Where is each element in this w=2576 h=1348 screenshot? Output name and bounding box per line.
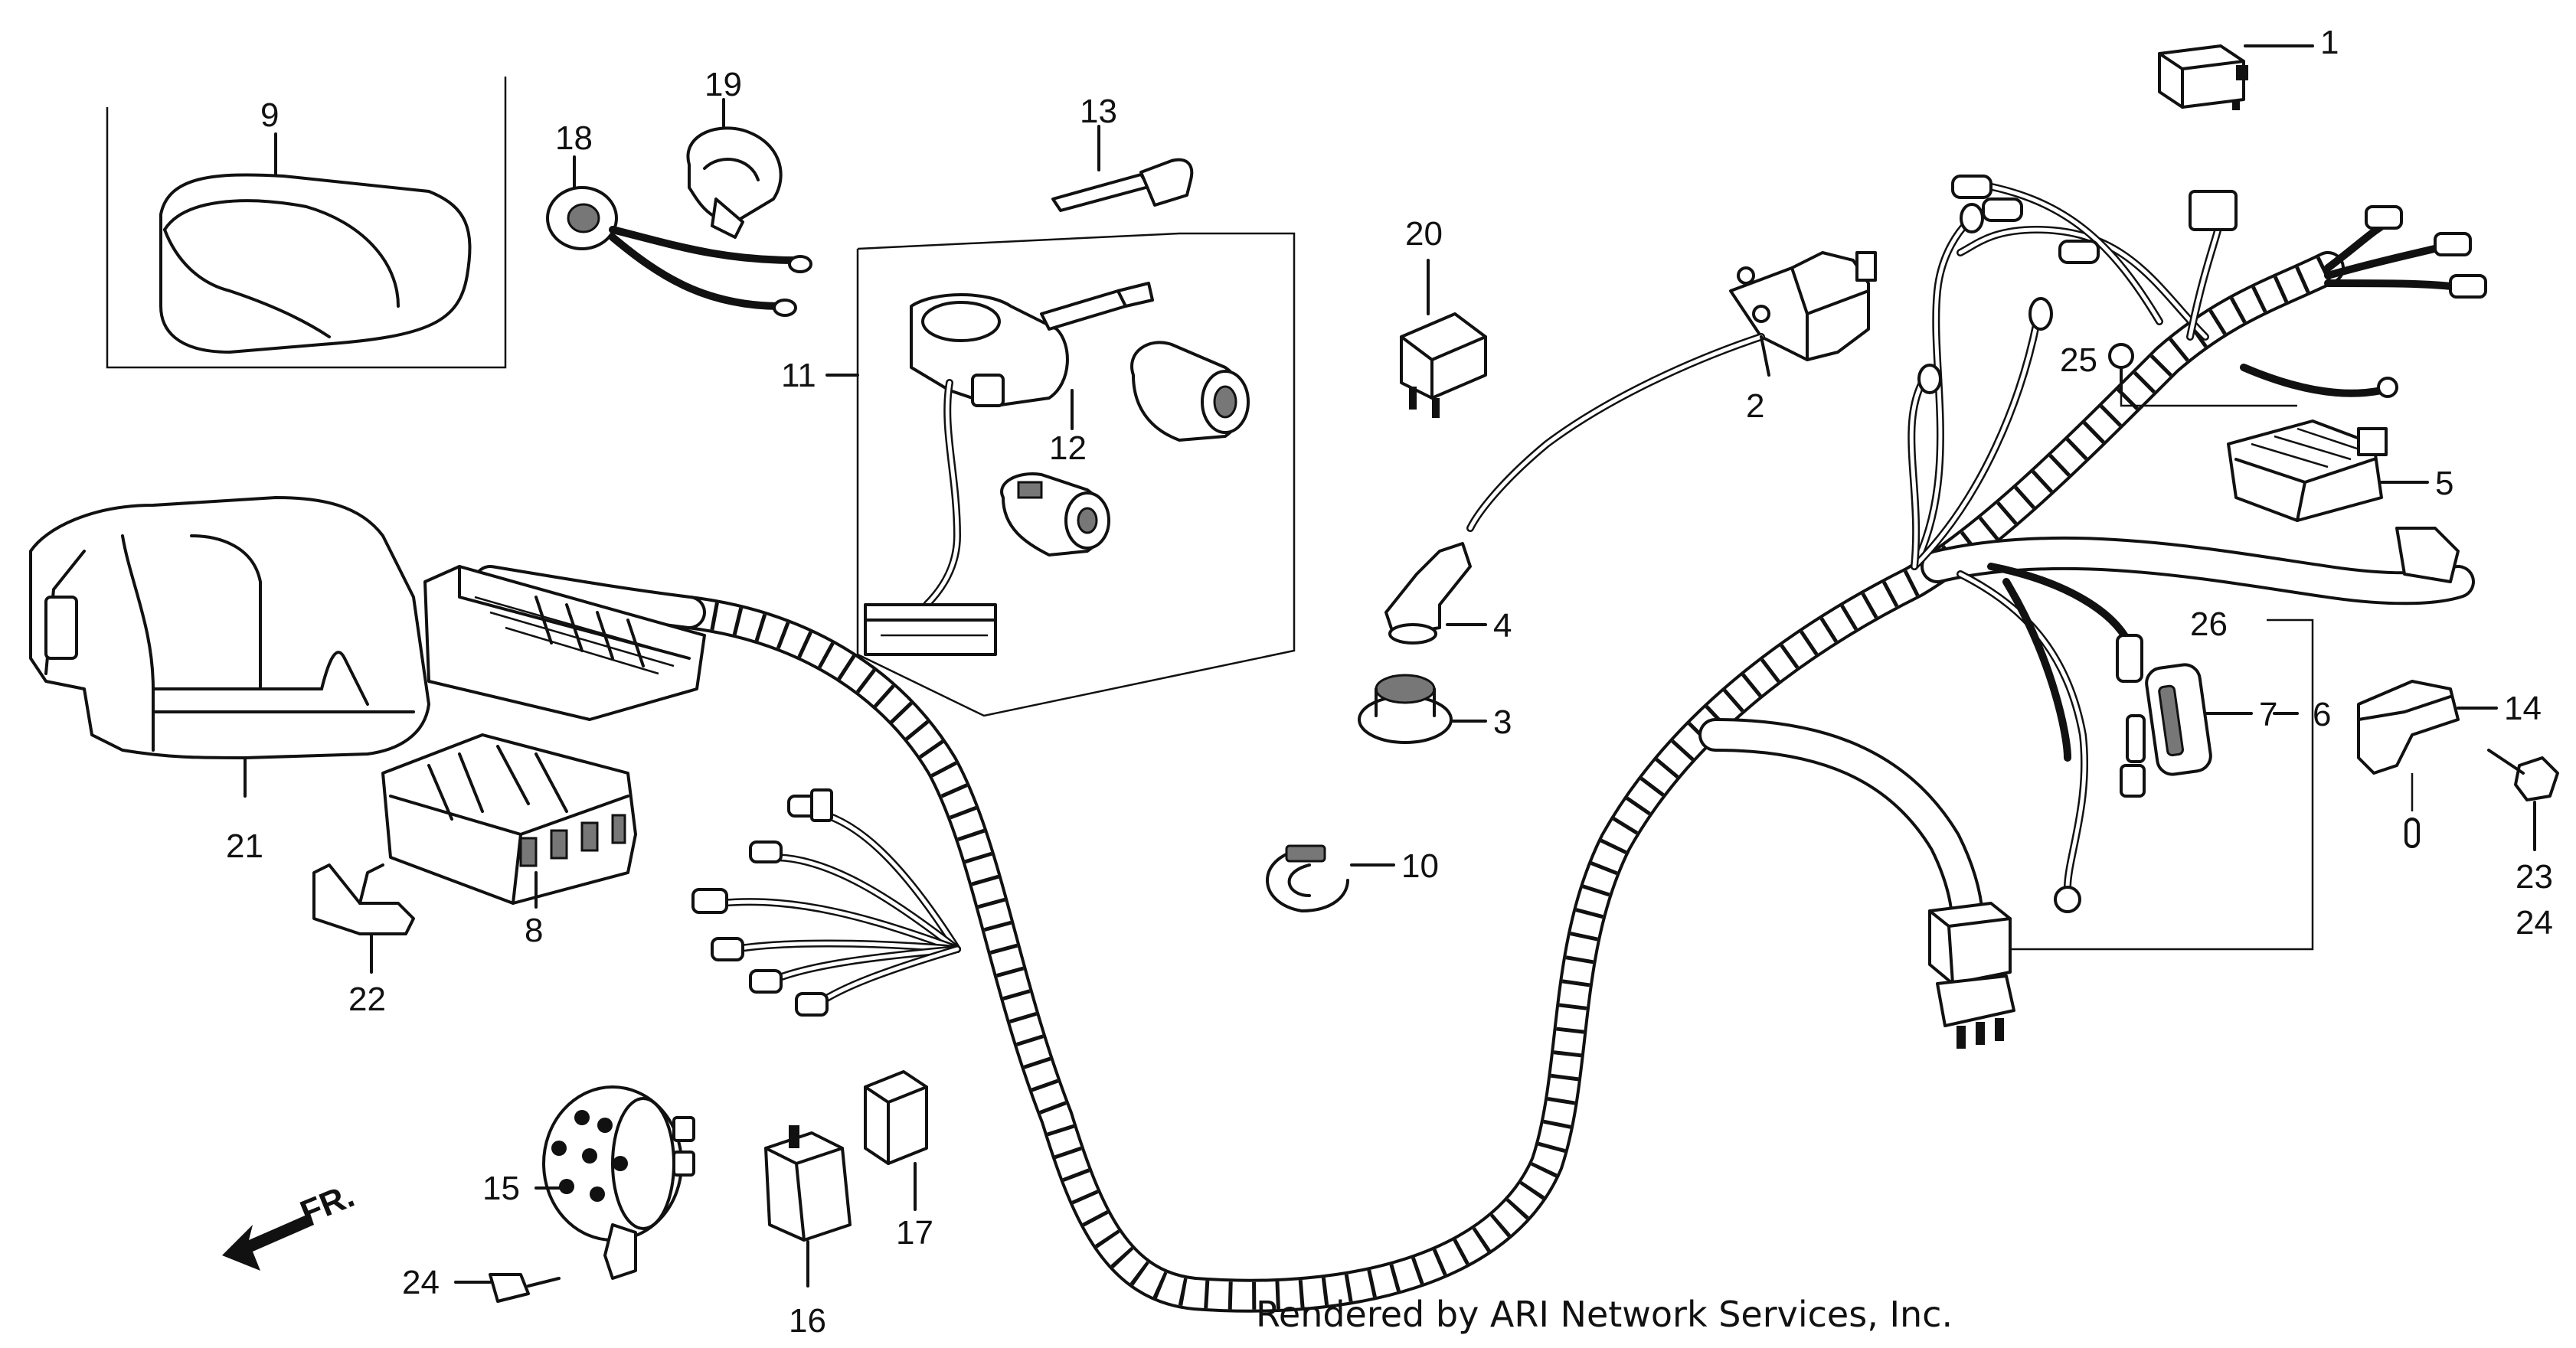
part-1-relay: [2158, 44, 2314, 110]
callout-12: 12: [1049, 429, 1087, 467]
part-17-relay: [864, 1070, 928, 1211]
front-direction-arrow: FR.: [222, 1177, 359, 1271]
callout-7: 7: [2259, 696, 2277, 733]
upper-right-wire-branches: [1907, 175, 2487, 570]
part-20-relay: [1400, 259, 1487, 418]
part-11-ignition-switch-set: [825, 232, 1296, 717]
callout-14: 14: [2504, 690, 2542, 727]
part-13-key: [1051, 125, 1194, 212]
part-9-cover: [106, 77, 507, 369]
callout-21: 21: [226, 827, 263, 865]
callout-10: 10: [1401, 847, 1439, 885]
callout-3: 3: [1493, 703, 1512, 741]
part-8-fuse-block: [381, 733, 637, 909]
callout-24-right: 24: [2516, 904, 2553, 942]
part-19-clamp: [686, 98, 783, 239]
part-22-fuse-clip: [312, 863, 415, 974]
callout-4: 4: [1493, 607, 1512, 645]
part-23-bolt: [2487, 749, 2559, 851]
callout-17: 17: [896, 1214, 933, 1252]
callout-23: 23: [2516, 858, 2553, 896]
part-18-switch: [546, 155, 812, 317]
callout-22: 22: [348, 981, 386, 1018]
bullet-wire-bundle: [691, 788, 961, 1017]
part-16-flasher: [764, 1125, 852, 1288]
multi-pin-connector: [423, 565, 706, 721]
callout-8: 8: [525, 912, 543, 949]
part-21-box-cover: [29, 496, 430, 798]
callout-20: 20: [1405, 215, 1443, 253]
part-2-ignition-coil: [1466, 251, 1877, 532]
callout-1: 1: [2320, 24, 2339, 61]
callout-26: 26: [2190, 605, 2228, 643]
callout-25: 25: [2060, 341, 2097, 379]
callout-19: 19: [704, 66, 742, 103]
coupler-right: [2395, 527, 2460, 583]
lower-coupler: [1928, 902, 2015, 1049]
callout-15: 15: [482, 1170, 520, 1207]
part-24-bolt-left: [454, 1273, 561, 1303]
part-25-screw: [2108, 343, 2297, 407]
callout-13: 13: [1080, 93, 1117, 130]
part-10-band-clip: [1266, 844, 1395, 912]
callout-labels: 1 2 3 4 5 6 7 8 9 10 11 12 13 14 15 16 1…: [226, 24, 2553, 1340]
part-5-regulator: [2227, 419, 2429, 522]
callout-9: 9: [260, 96, 279, 134]
callout-5: 5: [2435, 465, 2453, 502]
part-6-bracket: [2006, 619, 2314, 951]
callout-24-left: 24: [402, 1264, 440, 1301]
part-4-spark-plug-cap: [1384, 542, 1487, 645]
part-15-horn: [534, 1085, 695, 1280]
callout-6: 6: [2313, 696, 2331, 733]
callout-16: 16: [789, 1302, 826, 1340]
callout-2: 2: [1746, 387, 1764, 425]
callout-18: 18: [555, 119, 593, 157]
lower-right-wires: [1957, 563, 2146, 913]
part-7-fuse-holder: [2145, 663, 2253, 776]
part-14-switch: [2357, 680, 2498, 848]
part-3-grommet: [1358, 674, 1487, 744]
rendering-credit: Rendered by ARI Network Services, Inc.: [1256, 1294, 1953, 1335]
callout-11: 11: [781, 357, 816, 394]
